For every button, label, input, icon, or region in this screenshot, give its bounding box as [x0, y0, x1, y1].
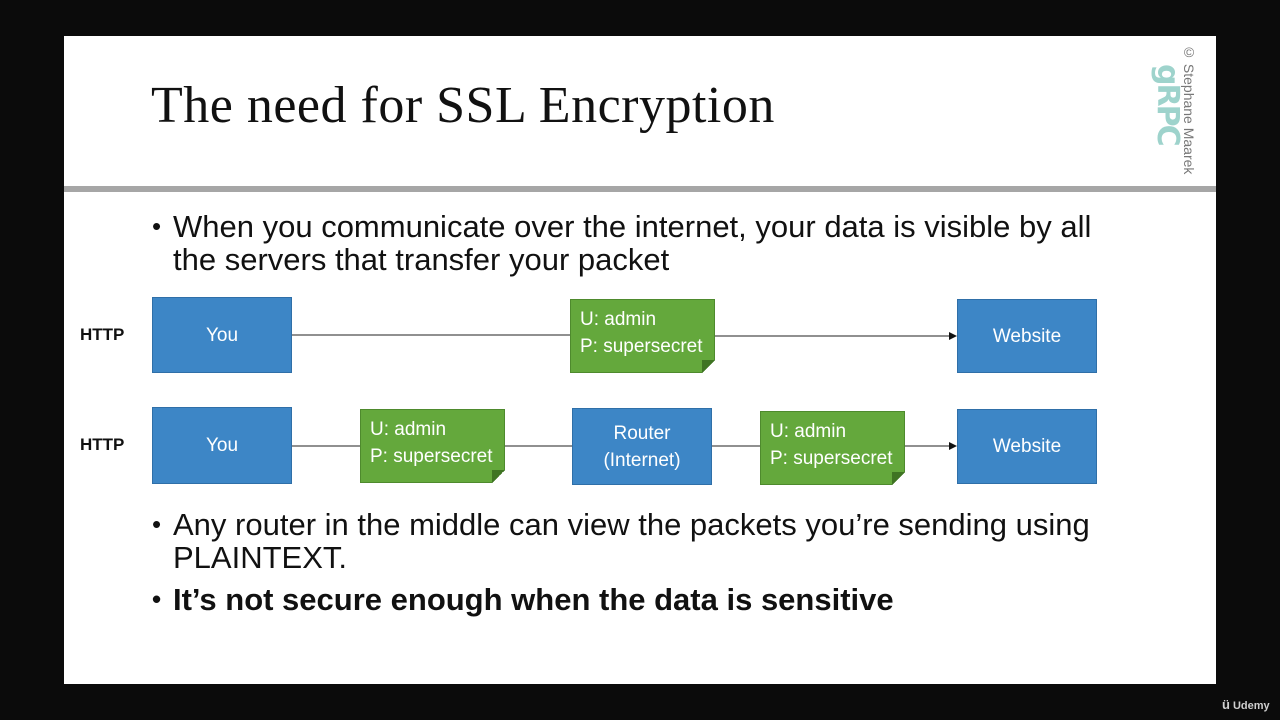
grpc-logo: gRPC: [1150, 64, 1185, 145]
router-box: Router (Internet): [572, 408, 712, 485]
bullet-text-line: It’s not secure enough when the data is …: [173, 582, 894, 617]
diagram-connectors: [292, 332, 957, 450]
protocol-label-row1: HTTP: [80, 325, 125, 344]
packet-username: U: admin: [580, 309, 657, 330]
bullet-text-line: PLAINTEXT.: [173, 540, 347, 575]
website-box-row1: Website: [957, 299, 1097, 373]
bullet-text-line: the servers that transfer your packet: [173, 242, 670, 277]
slide-title: The need for SSL Encryption: [151, 77, 775, 134]
website-box-row2: Website: [957, 409, 1097, 484]
bullet-text-line: When you communicate over the internet, …: [173, 209, 1092, 244]
bullet-marker: •: [152, 509, 162, 539]
packet-password: P: supersecret: [580, 336, 703, 357]
packet-username: U: admin: [370, 419, 447, 440]
router-label: Router: [613, 422, 671, 444]
udemy-watermark-text: Udemy: [1232, 700, 1270, 712]
note-fold-corner: [892, 472, 905, 485]
router-sublabel: (Internet): [603, 449, 681, 471]
packet-note-row2-before-router: U: admin P: supersecret: [360, 409, 505, 483]
slide: The need for SSL Encryption © Stephane M…: [64, 36, 1216, 684]
bullet-text-line: Any router in the middle can view the pa…: [173, 507, 1090, 542]
you-box-row2: You: [152, 407, 292, 484]
packet-note-row1: U: admin P: supersecret: [570, 299, 715, 373]
udemy-logo-icon: ü: [1222, 697, 1230, 712]
bullet-router-plaintext: • Any router in the middle can view the …: [152, 508, 1142, 578]
note-fold-corner: [702, 360, 715, 373]
packet-note-row2-after-router: U: admin P: supersecret: [760, 411, 905, 485]
note-fold-corner: [492, 470, 505, 483]
copyright-notice: © Stephane Maarek: [1181, 44, 1197, 175]
bullet-marker: •: [152, 584, 162, 614]
bullet-not-secure: • It’s not secure enough when the data i…: [152, 583, 1142, 623]
you-box-row1: You: [152, 297, 292, 373]
packet-username: U: admin: [770, 421, 847, 442]
protocol-label-row2: HTTP: [80, 435, 125, 454]
packet-password: P: supersecret: [770, 448, 893, 469]
packet-password: P: supersecret: [370, 446, 493, 467]
title-divider: [64, 186, 1216, 192]
bullet-marker: •: [152, 211, 162, 241]
bullet-internet-visibility: • When you communicate over the internet…: [152, 210, 1142, 280]
